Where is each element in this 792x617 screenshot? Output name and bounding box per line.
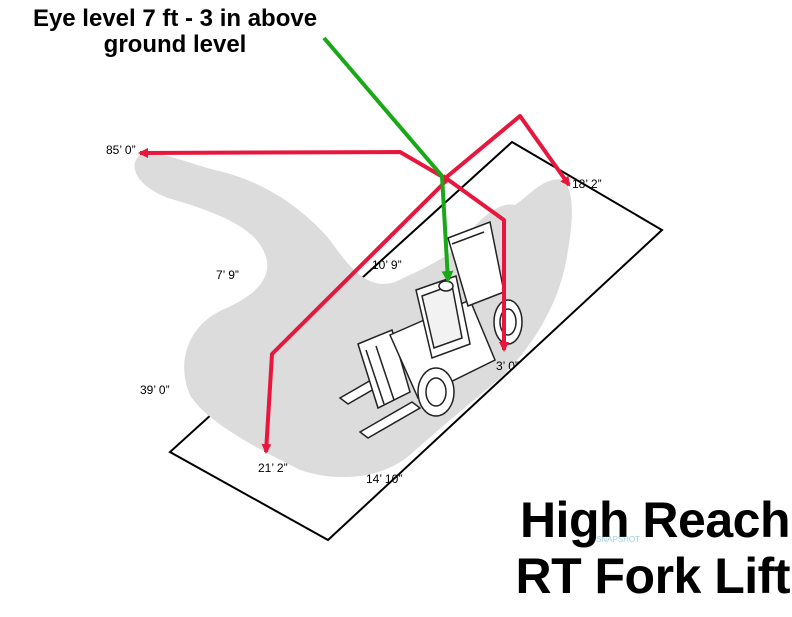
watermark: SNAPSHOT (596, 535, 641, 544)
sight-line-left-low (261, 178, 449, 454)
eye-level-line (322, 36, 454, 283)
dimension-center: 10’ 9” (372, 258, 402, 272)
dimension-left-low: 39’ 0” (140, 383, 170, 397)
page-title: High Reach RT Fork Lift (474, 492, 790, 604)
sight-line-far-left (138, 147, 445, 179)
dimension-right-top: 18’ 2” (572, 177, 602, 191)
title-line-2: RT Fork Lift (515, 548, 790, 604)
dimension-right-low: 3’ 0” (496, 359, 519, 373)
dimension-left-mid: 7’ 9” (216, 268, 239, 282)
eye-level-label: Eye level 7 ft - 3 in above ground level (32, 5, 318, 58)
sight-line-right-top (441, 114, 571, 187)
dimension-bottom-center: 14’ 10” (366, 472, 403, 486)
forklift-icon (338, 220, 523, 439)
dimension-bottom-left: 21’ 2” (258, 461, 288, 475)
title-line-1: High Reach (519, 492, 791, 548)
dimension-far-left: 85’ 0” (106, 143, 136, 157)
sight-line-right-low (441, 174, 509, 352)
blind-zone-shape (134, 153, 572, 478)
